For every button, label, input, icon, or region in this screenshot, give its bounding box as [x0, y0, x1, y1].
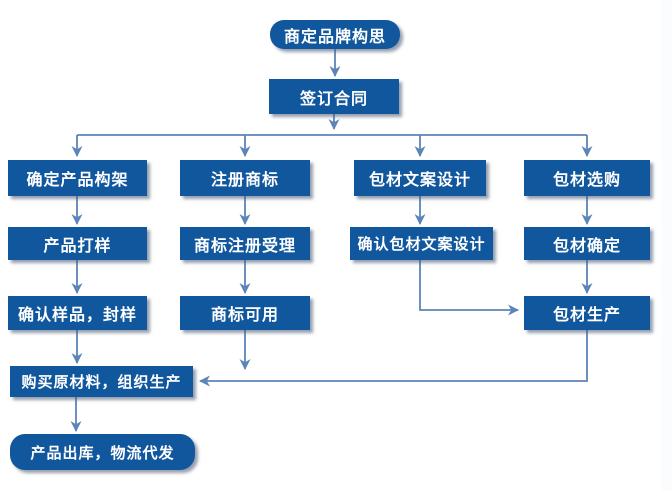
edge-packagingproduction-purchasematerials	[199, 330, 588, 387]
flow-node-product-sample: 产品打样	[8, 227, 147, 260]
flow-node-brand-idea: 商定品牌构思	[270, 20, 400, 49]
flow-node-confirm-packaging-copy: 确认包材文案设计	[350, 227, 493, 260]
flow-node-label: 包材文案设计	[368, 172, 471, 189]
flow-node-packaging-copy-design: 包材文案设计	[354, 160, 486, 196]
flow-node-label: 签订合同	[299, 90, 368, 108]
flow-node-product-structure: 确定产品构架	[8, 160, 147, 196]
flow-node-packaging-selection: 包材选购	[524, 160, 650, 196]
flow-node-label: 购买原材料，组织生产	[21, 374, 182, 391]
flow-node-label: 产品打样	[43, 237, 112, 255]
flow-node-label: 商定品牌构思	[283, 28, 386, 46]
flow-node-label: 产品出库，物流代发	[30, 444, 175, 462]
flow-node-trademark-acceptance: 商标注册受理	[180, 227, 310, 260]
flow-node-label: 包材确定	[552, 237, 621, 255]
flow-node-label: 确认样品，封样	[17, 307, 137, 324]
flow-node-packaging-production: 包材生产	[524, 296, 650, 330]
flow-node-label: 包材生产	[552, 307, 621, 324]
flow-node-label: 确定产品构架	[26, 172, 129, 189]
flow-node-trademark-usable: 商标可用	[180, 296, 310, 330]
flow-node-sign-contract: 签订合同	[269, 79, 399, 114]
flow-node-purchase-materials: 购买原材料，组织生产	[10, 366, 193, 397]
flow-node-confirm-sample: 确认样品，封样	[8, 296, 147, 330]
flow-node-product-shipping: 产品出库，物流代发	[10, 434, 195, 470]
flow-node-label: 包材选购	[552, 172, 621, 189]
edge-confirmpackagingcopy-packagingproduction	[419, 260, 519, 316]
flow-node-label: 商标注册受理	[193, 237, 296, 255]
flow-node-label: 注册商标	[210, 172, 279, 189]
flow-node-register-trademark: 注册商标	[180, 160, 310, 196]
flow-node-packaging-confirm: 包材确定	[524, 227, 650, 260]
flow-node-label: 商标可用	[210, 307, 279, 324]
flow-node-label: 确认包材文案设计	[357, 236, 486, 253]
